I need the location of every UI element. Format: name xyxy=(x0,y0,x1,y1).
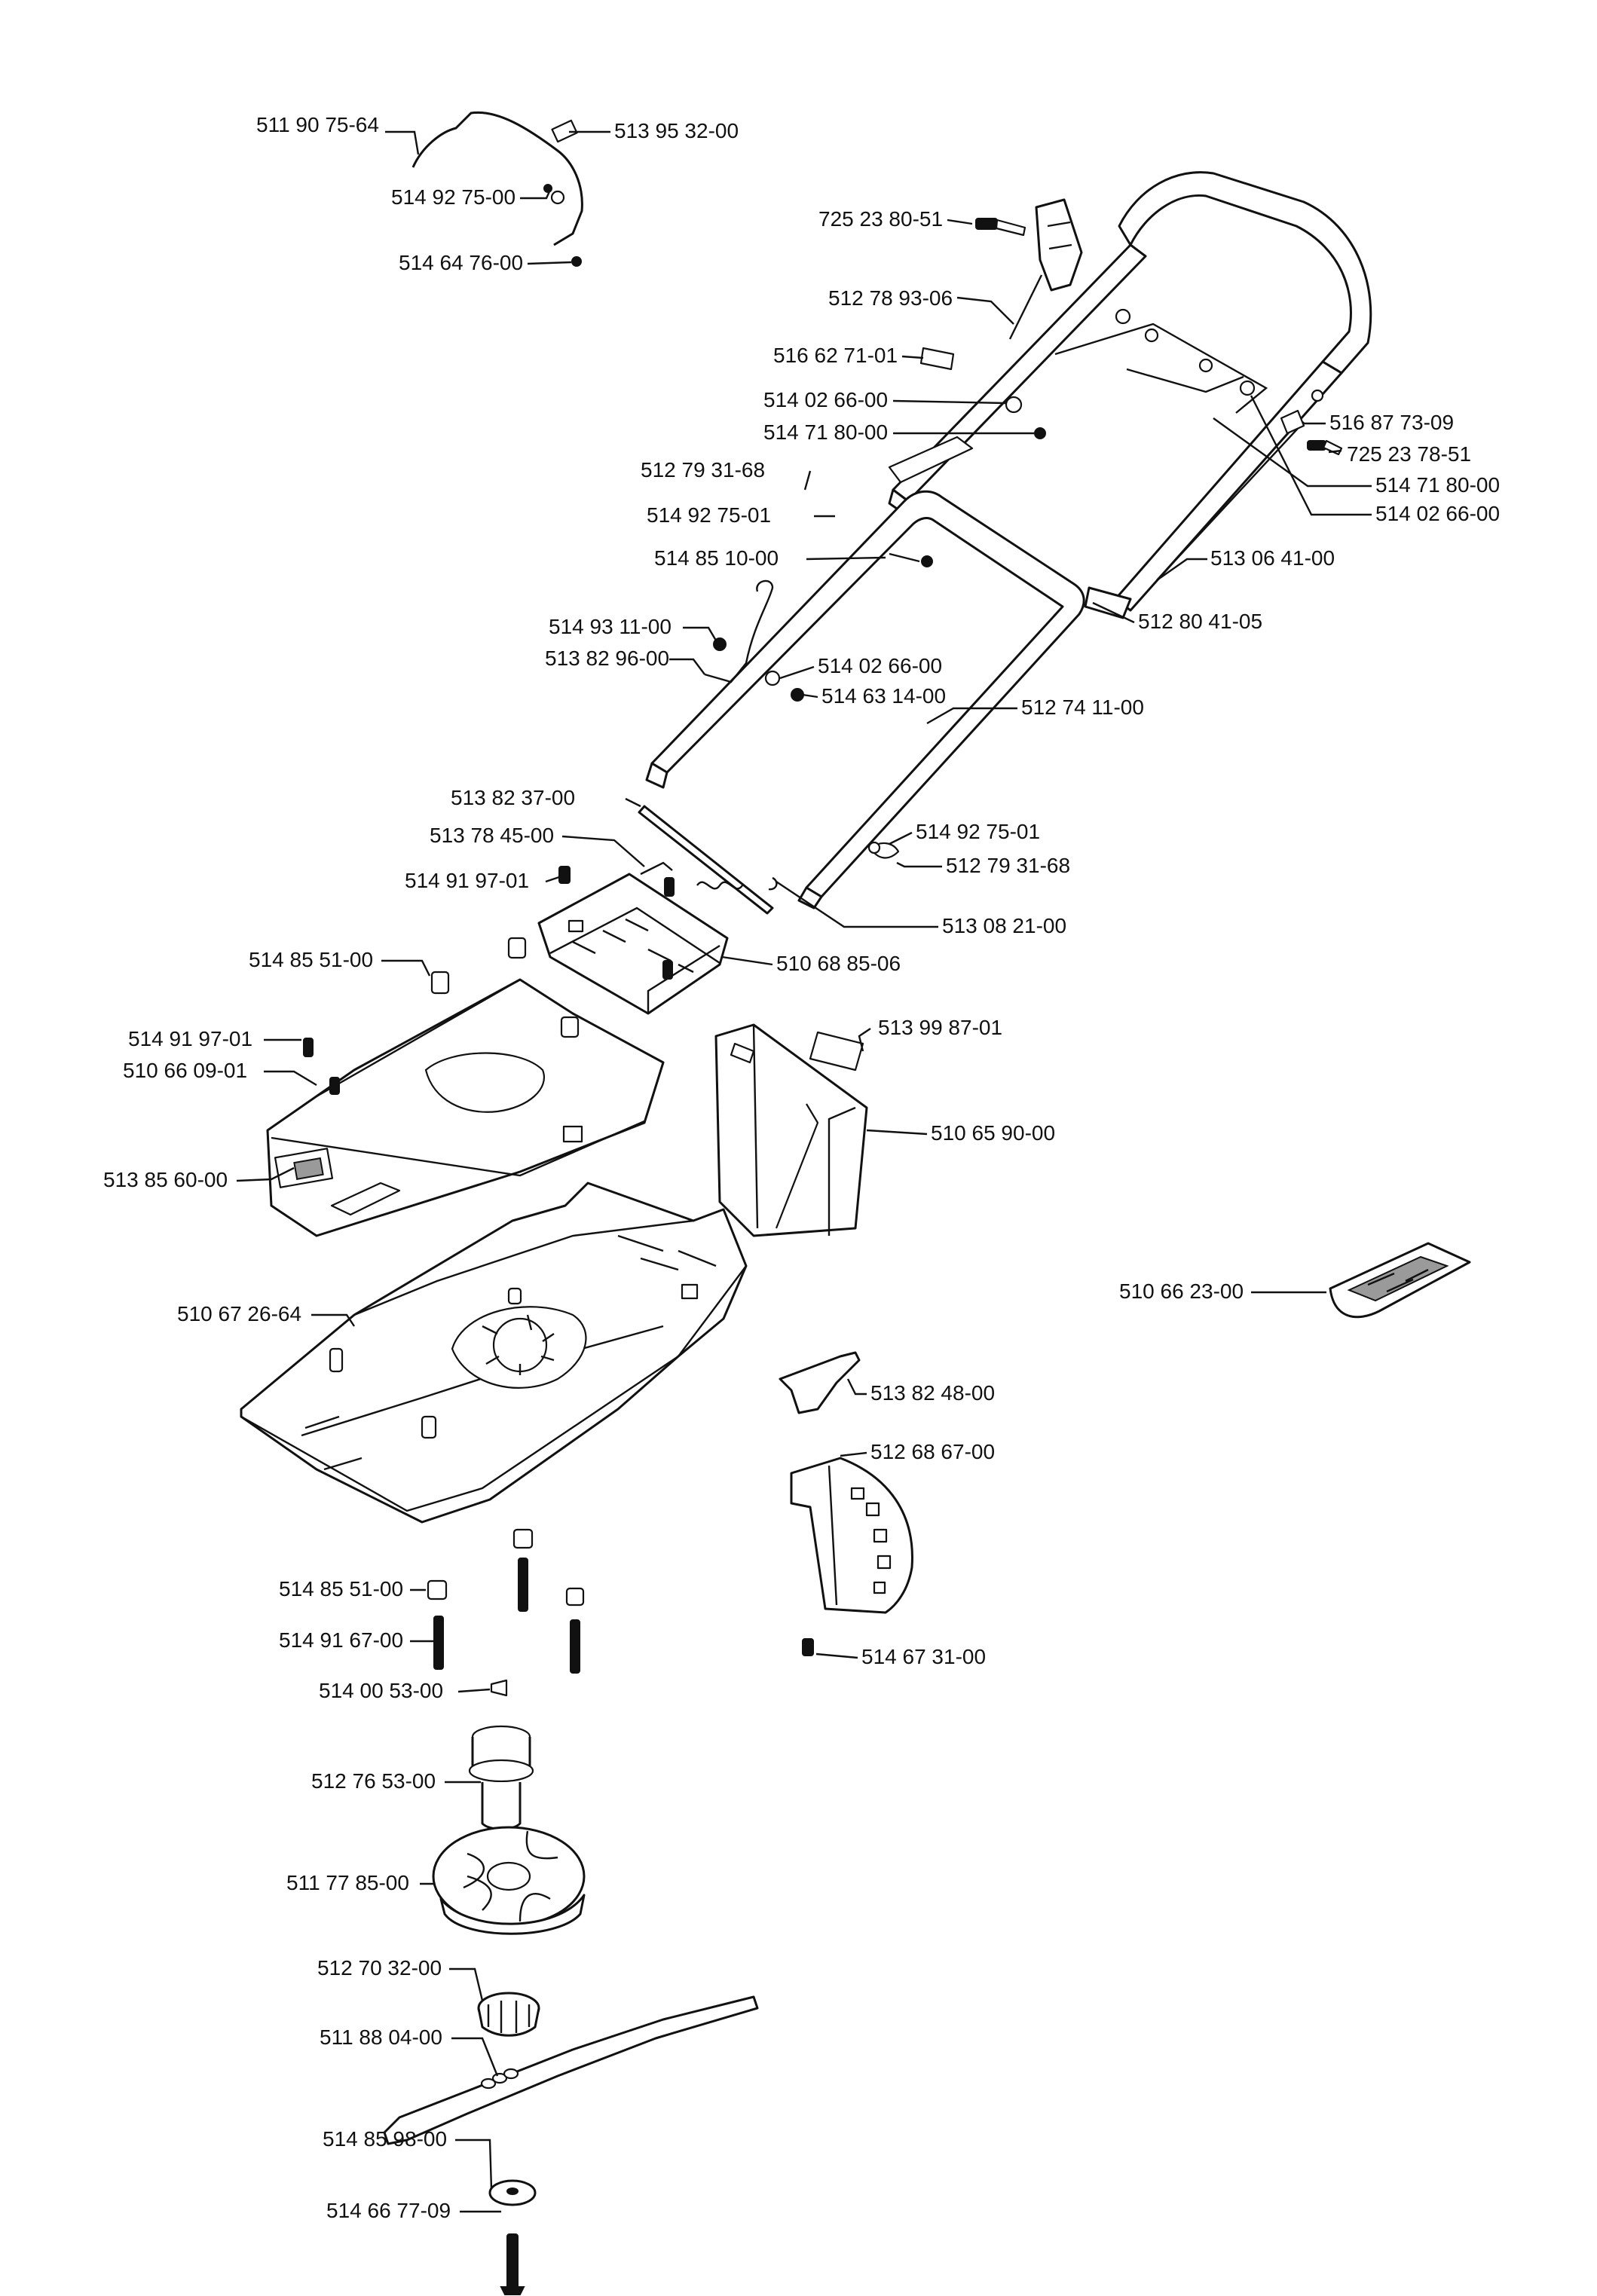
part-label: 514 92 75-01 xyxy=(647,503,771,527)
part-label: 511 88 04-00 xyxy=(320,2025,442,2049)
rod-assembly-drawing xyxy=(558,805,778,915)
part-label: 516 87 73-09 xyxy=(1329,411,1454,434)
part-label: 514 85 51-00 xyxy=(249,948,373,971)
flap-housing-drawing xyxy=(537,873,729,1015)
part-label: 514 71 80-00 xyxy=(1375,473,1500,497)
part-label: 514 85 51-00 xyxy=(279,1577,403,1600)
part-label: 512 70 32-00 xyxy=(317,1956,442,1980)
part-label: 513 78 45-00 xyxy=(430,824,554,847)
part-label: 513 95 32-00 xyxy=(614,119,739,142)
part-label: 511 77 85-00 xyxy=(286,1871,409,1894)
upper-handle-drawing xyxy=(888,171,1372,619)
part-label: 514 91 67-00 xyxy=(279,1628,403,1652)
part-label: 514 93 11-00 xyxy=(549,615,672,638)
part-label: 516 62 71-01 xyxy=(773,344,898,367)
part-label: 513 85 60-00 xyxy=(103,1168,228,1191)
part-label: 514 02 66-00 xyxy=(1375,502,1500,525)
part-label: 513 06 41-00 xyxy=(1210,546,1335,570)
part-number-labels: 511 90 75-64 513 95 32-00 514 92 75-00 5… xyxy=(103,113,1500,2222)
part-label: 514 85 10-00 xyxy=(654,546,779,570)
part-label: 510 66 09-01 xyxy=(123,1059,247,1082)
lower-handle-drawing xyxy=(645,490,1085,910)
part-label: 725 23 78-51 xyxy=(1347,442,1471,466)
deck-fasteners-drawing xyxy=(427,1528,585,1697)
part-label: 513 82 96-00 xyxy=(545,647,669,670)
part-label: 514 02 66-00 xyxy=(818,654,942,677)
part-label: 514 63 14-00 xyxy=(821,684,946,708)
part-label: 514 91 97-01 xyxy=(128,1027,252,1050)
part-label: 514 02 66-00 xyxy=(763,388,888,411)
part-label: 514 64 76-00 xyxy=(399,251,523,274)
part-label: 512 79 31-68 xyxy=(641,458,765,482)
part-label: 513 82 37-00 xyxy=(451,786,575,809)
part-label: 510 67 26-64 xyxy=(177,1302,301,1325)
part-label: 512 68 67-00 xyxy=(870,1440,995,1463)
grass-deflector-drawing xyxy=(714,1023,868,1237)
part-label: 512 78 93-06 xyxy=(828,286,953,310)
part-label: 512 79 31-68 xyxy=(946,854,1070,877)
part-label: 510 68 85-06 xyxy=(776,952,901,975)
part-label: 514 85 98-00 xyxy=(323,2127,447,2151)
right-side-parts-drawing xyxy=(779,1242,1471,1656)
part-label: 514 00 53-00 xyxy=(319,1679,443,1702)
part-label: 511 90 75-64 xyxy=(256,113,379,136)
mower-deck-drawing xyxy=(240,1182,748,1524)
part-label: 510 65 90-00 xyxy=(931,1121,1055,1145)
part-label: 510 66 23-00 xyxy=(1119,1279,1244,1303)
part-label: 725 23 80-51 xyxy=(818,207,943,231)
bail-lever-drawing xyxy=(411,111,583,267)
engine-cover-drawing xyxy=(266,937,665,1237)
part-label: 514 92 75-00 xyxy=(391,185,516,209)
leader-lines xyxy=(236,130,1372,2213)
part-label: 514 67 31-00 xyxy=(861,1645,986,1668)
part-label: 514 66 77-09 xyxy=(326,2199,451,2222)
part-label: 512 76 53-00 xyxy=(311,1769,436,1793)
part-label: 513 82 48-00 xyxy=(870,1381,995,1405)
blade-assembly-drawing xyxy=(383,1725,759,2295)
part-label: 512 74 11-00 xyxy=(1021,696,1144,719)
part-label: 514 91 97-01 xyxy=(405,869,529,892)
part-label: 513 08 21-00 xyxy=(942,914,1066,937)
parts-artwork xyxy=(240,111,1471,2295)
part-label: 514 92 75-01 xyxy=(916,820,1040,843)
part-label: 514 71 80-00 xyxy=(763,420,888,444)
part-label: 512 80 41-05 xyxy=(1138,610,1262,633)
part-label: 513 99 87-01 xyxy=(878,1016,1002,1039)
